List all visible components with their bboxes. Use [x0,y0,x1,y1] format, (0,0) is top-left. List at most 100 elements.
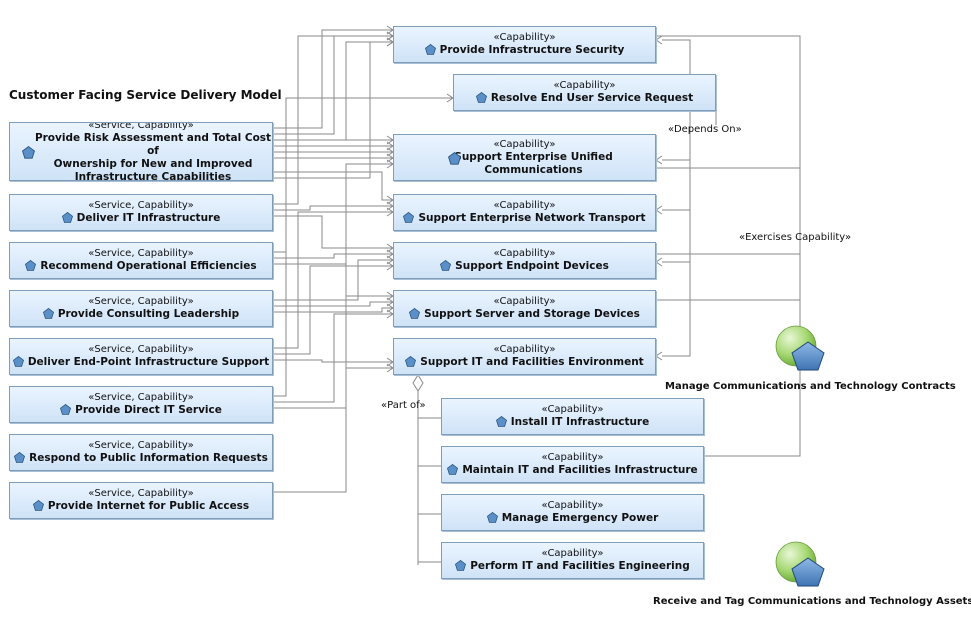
service-provide-consulting-leadership[interactable]: «Service, Capability» Provide Consulting… [9,290,273,327]
connector-line [273,139,393,397]
actor-name: Receive and Tag Communications and Techn… [653,596,971,607]
connector-line [273,359,393,363]
capability-name: Maintain IT and Facilities Infrastructur… [462,464,698,476]
pentagon-icon [32,500,44,511]
capability-name: Support Server and Storage Devices [424,308,640,320]
capability-perform-facilities-engineering[interactable]: «Capability» Perform IT and Facilities E… [441,542,704,579]
service-name: Respond to Public Information Requests [29,452,268,464]
connector-line [273,253,393,259]
capability-support-unified-communications[interactable]: «Capability» Support Enterprise Unified … [393,134,656,181]
capability-name: Manage Emergency Power [501,512,659,524]
service-deliver-it-infrastructure[interactable]: «Service, Capability» Deliver IT Infrast… [9,194,273,231]
pentagon-icon [405,356,417,367]
pentagon-icon [60,404,72,415]
actor-name: Manage Communications and Technology Con… [665,381,956,392]
capability-stereotype: «Capability» [493,200,556,211]
diagram-title: Customer Facing Service Delivery Model [9,88,282,102]
pentagon-icon [42,308,54,319]
capability-stereotype: «Capability» [493,138,556,150]
service-name: Deliver IT Infrastructure [76,212,221,224]
pentagon-icon [495,416,507,427]
pentagon-icon [14,452,26,463]
service-stereotype: «Service, Capability» [88,200,194,211]
connector-line [662,125,691,211]
capability-stereotype: «Capability» [493,248,556,259]
service-name: Deliver End-Point Infrastructure Support [27,356,270,368]
capability-stereotype: «Capability» [541,548,604,559]
connector-line [273,215,393,249]
aggregation-diamond [412,374,424,392]
pentagon-icon [409,308,421,319]
arrow-head [655,35,663,45]
capability-maintain-facilities-infrastructure[interactable]: «Capability» Maintain IT and Facilities … [441,446,704,483]
pentagon-icon [475,92,487,103]
service-respond-public-information[interactable]: «Service, Capability» Respond to Public … [9,434,273,471]
service-provide-direct-it-service[interactable]: «Service, Capability» Provide Direct IT … [9,386,273,423]
connector-line [273,41,393,179]
arrow-head [655,351,663,361]
capability-name: Provide Infrastructure Security [439,44,625,56]
connector-line [273,171,393,201]
pentagon-icon [455,560,467,571]
pentagon-icon [448,151,461,165]
depends-on-label: «Depends On» [668,124,742,135]
capability-stereotype: «Capability» [493,296,556,307]
service-stereotype: «Service, Capability» [88,344,194,355]
activity-node-icon[interactable] [772,324,830,372]
capability-name: Support Enterprise Unified Communication… [454,150,613,176]
part-of-label: «Part of» [381,400,426,411]
service-stereotype: «Service, Capability» [88,122,194,131]
connector-line [273,259,393,301]
capability-support-server-storage[interactable]: «Capability» Support Server and Storage … [393,290,656,327]
service-deliver-end-point-support[interactable]: «Service, Capability» Deliver End-Point … [9,338,273,375]
pentagon-icon [440,260,452,271]
capability-name: Resolve End User Service Request [490,92,694,104]
capability-resolve-end-user-request[interactable]: «Capability» Resolve End User Service Re… [453,74,716,111]
service-stereotype: «Service, Capability» [88,248,194,259]
capability-name: Support Enterprise Network Transport [418,212,646,224]
service-stereotype: «Service, Capability» [88,440,194,451]
arrow-head [655,257,663,267]
connector-line [273,263,393,297]
connector-line [662,125,691,357]
connector-line [273,313,393,403]
connector-line [273,35,393,135]
pentagon-icon [61,212,73,223]
service-name: Provide Internet for Public Access [47,500,250,512]
exercises-capability-label: «Exercises Capability» [739,232,852,243]
connector-line [273,29,393,129]
capability-support-network-transport[interactable]: «Capability» Support Enterprise Network … [393,194,656,231]
arrow-head [655,155,663,165]
connector-line [273,41,393,141]
capability-name: Support Endpoint Devices [455,260,609,272]
capability-stereotype: «Capability» [493,32,556,43]
capability-stereotype: «Capability» [541,452,604,463]
capability-support-endpoint-devices[interactable]: «Capability» Support Endpoint Devices [393,242,656,279]
capability-manage-emergency-power[interactable]: «Capability» Manage Emergency Power [441,494,704,531]
capability-provide-infrastructure-security[interactable]: «Capability» Provide Infrastructure Secu… [393,26,656,63]
pentagon-icon [403,212,415,223]
capability-support-facilities-environment[interactable]: «Capability» Support IT and Facilities E… [393,338,656,375]
service-stereotype: «Service, Capability» [88,296,194,307]
service-name: Provide Consulting Leadership [57,308,240,320]
connector-line [273,35,393,205]
service-name: Recommend Operational Efficiencies [40,260,257,272]
capability-stereotype: «Capability» [541,500,604,511]
service-name: Provide Direct IT Service [75,404,222,416]
service-recommend-operational-efficiencies[interactable]: «Service, Capability» Recommend Operatio… [9,242,273,279]
capability-name: Support IT and Facilities Environment [420,356,644,368]
connector-line [273,367,393,409]
connector-line [273,301,393,307]
connector-line [273,211,393,349]
service-provide-internet-public-access[interactable]: «Service, Capability» Provide Internet f… [9,482,273,519]
service-provide-risk-assessment[interactable]: «Service, Capability» Provide Risk Asses… [9,122,273,181]
arrow-head [655,205,663,215]
capability-stereotype: «Capability» [553,80,616,91]
connector-line [273,205,393,211]
capability-stereotype: «Capability» [493,344,556,355]
connector-line [662,125,691,263]
connector-line [273,307,393,313]
service-stereotype: «Service, Capability» [88,488,194,499]
capability-install-it-infrastructure[interactable]: «Capability» Install IT Infrastructure [441,398,704,435]
activity-node-icon[interactable] [772,540,830,588]
